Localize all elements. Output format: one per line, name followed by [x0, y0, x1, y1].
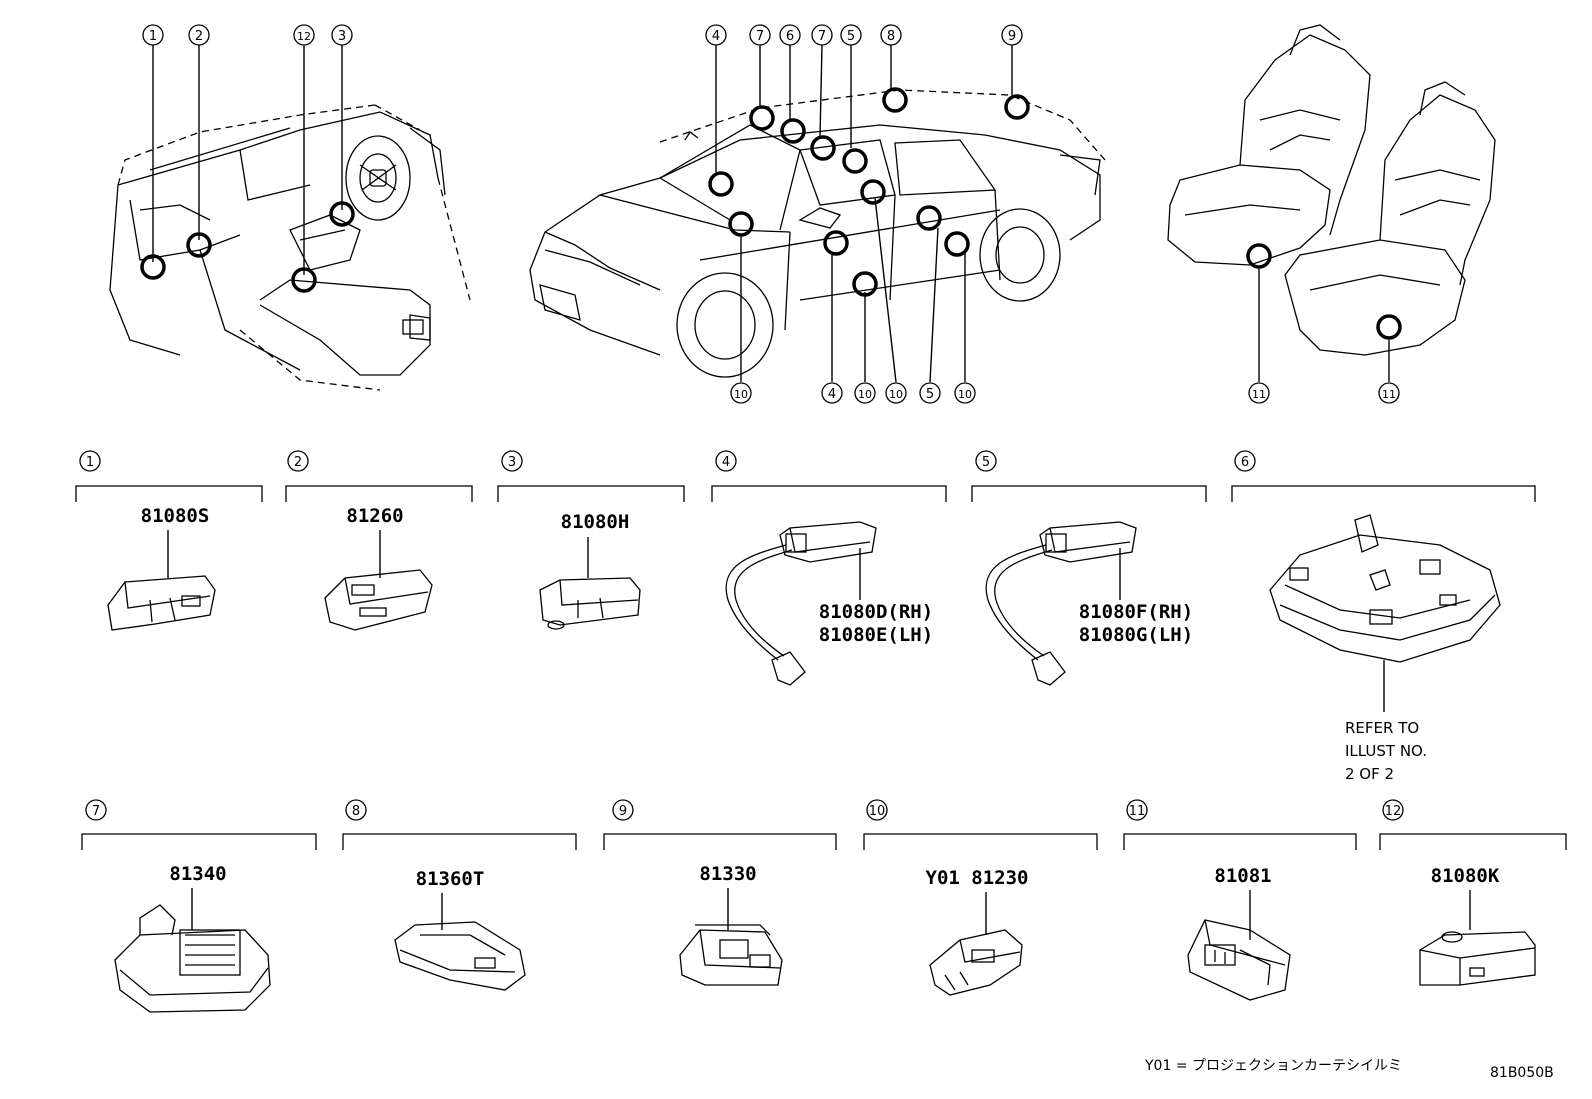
callout-2-label: 2 [195, 29, 203, 44]
car-callout-label: 10 [734, 388, 748, 401]
part-number-4-lh: 81080E(LH) [819, 624, 933, 646]
car-callout-label: 5 [926, 387, 934, 402]
wire-harness-icon [725, 521, 877, 686]
part-panel-4: 4 81080D(RH) 81080E(LH) [711, 450, 947, 686]
part-panel-3: 3 81080H [497, 450, 685, 630]
car-callout-label: 4 [712, 29, 720, 44]
part-panel-5: 5 81080F(RH) 81080G(LH) [971, 450, 1207, 686]
part-panel-8: 8 81360T [342, 799, 577, 991]
part-callout-5: 5 [982, 455, 990, 470]
part-panel-6: 6 REFER TO ILLUST NO. 2 OF 2 [1231, 450, 1536, 783]
room-lamp-icon [394, 921, 526, 991]
part-number-2: 81260 [346, 505, 403, 527]
part-number-1: 81080S [141, 505, 210, 527]
part-number-5-rh: 81080F(RH) [1079, 601, 1193, 623]
part-number-10: Y01 81230 [926, 867, 1029, 889]
part-callout-12: 12 [1385, 804, 1402, 819]
part-panel-2: 2 81260 [285, 450, 473, 631]
car-callout-label: 10 [958, 388, 972, 401]
seat-connector-icon [1187, 919, 1291, 1001]
car-callout-label: 9 [1008, 29, 1016, 44]
refer-note-line-2: ILLUST NO. [1345, 742, 1427, 760]
part-callout-4: 4 [722, 455, 730, 470]
marker-dot-2 [186, 232, 212, 258]
courtesy-lamp-icon [929, 929, 1023, 996]
car-callouts: 4 7 6 7 5 8 9 10 4 10 10 5 10 [705, 24, 1030, 404]
dashboard-illustration [109, 104, 471, 391]
refer-note-line-1: REFER TO [1345, 719, 1419, 737]
connector-icon [1419, 931, 1536, 986]
part-number-5-lh: 81080G(LH) [1079, 624, 1193, 646]
part-callout-9: 9 [619, 804, 627, 819]
callout-1-label: 1 [149, 29, 157, 44]
footer-legend: Y01 = プロジェクションカーテシイルミ [1144, 1058, 1402, 1074]
part-callout-1: 1 [86, 455, 94, 470]
car-callout-label: 10 [889, 388, 903, 401]
connector-icon [539, 577, 641, 630]
part-panel-11: 11 81081 [1123, 799, 1357, 1001]
part-panel-9: 9 81330 [603, 799, 837, 986]
car-illustration [529, 89, 1106, 378]
part-number-11: 81081 [1214, 865, 1271, 887]
car-callout-label: 5 [847, 29, 855, 44]
car-callout-label: 8 [887, 29, 895, 44]
marker-dot-1 [140, 254, 166, 280]
marker-dot-12 [291, 267, 317, 293]
part-panel-10: 10 Y01 81230 [863, 799, 1098, 996]
marker-dot-3 [329, 201, 355, 227]
part-panel-12: 12 81080K [1379, 799, 1567, 986]
callout-12-label: 12 [297, 30, 311, 43]
car-callout-label: 4 [828, 387, 836, 402]
seat-callout-label: 11 [1382, 388, 1396, 401]
part-number-8: 81360T [416, 868, 485, 890]
seat-callout-label: 11 [1252, 388, 1266, 401]
part-callout-10: 10 [869, 804, 886, 819]
seat-callouts: 11 11 [1246, 243, 1402, 404]
wire-harness-icon [985, 521, 1137, 686]
connector-icon [324, 569, 433, 631]
diagram-code: 81B050B [1490, 1065, 1554, 1081]
seats-illustration [1167, 24, 1496, 356]
callout-3-label: 3 [338, 29, 346, 44]
part-number-4-rh: 81080D(RH) [819, 601, 933, 623]
part-number-7: 81340 [169, 863, 226, 885]
part-callout-11: 11 [1129, 804, 1146, 819]
roof-console-icon [1269, 514, 1501, 663]
car-callout-label: 6 [786, 29, 794, 44]
part-panel-7: 7 81340 [81, 799, 317, 1013]
car-callout-label: 7 [818, 29, 826, 44]
part-callout-2: 2 [294, 455, 302, 470]
part-number-9: 81330 [699, 863, 756, 885]
car-callout-label: 7 [756, 29, 764, 44]
part-number-3: 81080H [561, 511, 630, 533]
part-callout-8: 8 [352, 804, 360, 819]
part-callout-3: 3 [508, 455, 516, 470]
map-lamp-icon [114, 904, 271, 1013]
dashboard-callouts: 1 2 12 3 [140, 24, 355, 293]
car-callout-label: 10 [858, 388, 872, 401]
part-panel-1: 1 81080S [75, 450, 263, 631]
part-callout-6: 6 [1241, 455, 1249, 470]
part-number-12: 81080K [1431, 865, 1500, 887]
part-callout-7: 7 [92, 804, 100, 819]
connector-icon [107, 575, 216, 631]
refer-note-line-3: 2 OF 2 [1345, 765, 1394, 783]
trunk-lamp-icon [679, 924, 783, 986]
